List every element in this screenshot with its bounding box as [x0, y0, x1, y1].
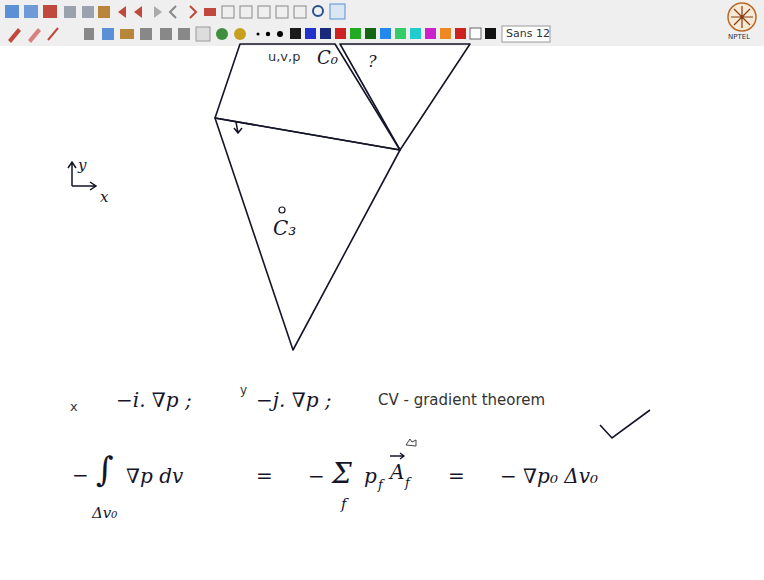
equation: −j. ∇p ; [256, 390, 332, 410]
toolbar [0, 0, 764, 46]
checkmark [600, 410, 650, 438]
equation: A [390, 462, 404, 482]
subscript: f [378, 478, 383, 491]
vector-arrow [390, 453, 404, 459]
component-label: y [240, 384, 247, 396]
note: CV - gradient theorem [378, 393, 545, 408]
mesh-cell: ? [338, 44, 472, 152]
logo-text: NPTEL [728, 34, 750, 41]
equation: − [72, 465, 89, 485]
equation: ∇p dv [126, 466, 183, 486]
triangle-outline [215, 118, 401, 352]
subscript: f [405, 476, 410, 489]
mesh-cell: C₃ [215, 118, 401, 352]
cell-label: C₃ [273, 218, 296, 238]
triangle-outline [338, 44, 472, 152]
equation: = [256, 466, 273, 486]
cursor [406, 439, 416, 446]
toolbar-icons [5, 3, 756, 43]
axis-label: y [78, 158, 86, 173]
unknown-mark: ? [368, 54, 377, 70]
font-selector: Sans 12 [506, 28, 550, 39]
equation: − ∇p₀ Δv₀ [500, 466, 598, 486]
cell-label: C₀ [317, 49, 338, 67]
component-label: x [70, 400, 78, 413]
equation: − [308, 466, 325, 486]
equation: −i. ∇p ; [116, 390, 192, 410]
equation: ∫ [96, 452, 114, 486]
equation: Σ [332, 460, 352, 488]
normal-arrow [234, 122, 242, 133]
equation: = [448, 466, 465, 486]
variable-list: u,v,p [268, 50, 300, 63]
sum-index: f [341, 497, 347, 512]
axis-label: x [100, 190, 108, 205]
integral-limit: Δv₀ [92, 506, 117, 521]
equation: p [364, 466, 377, 486]
